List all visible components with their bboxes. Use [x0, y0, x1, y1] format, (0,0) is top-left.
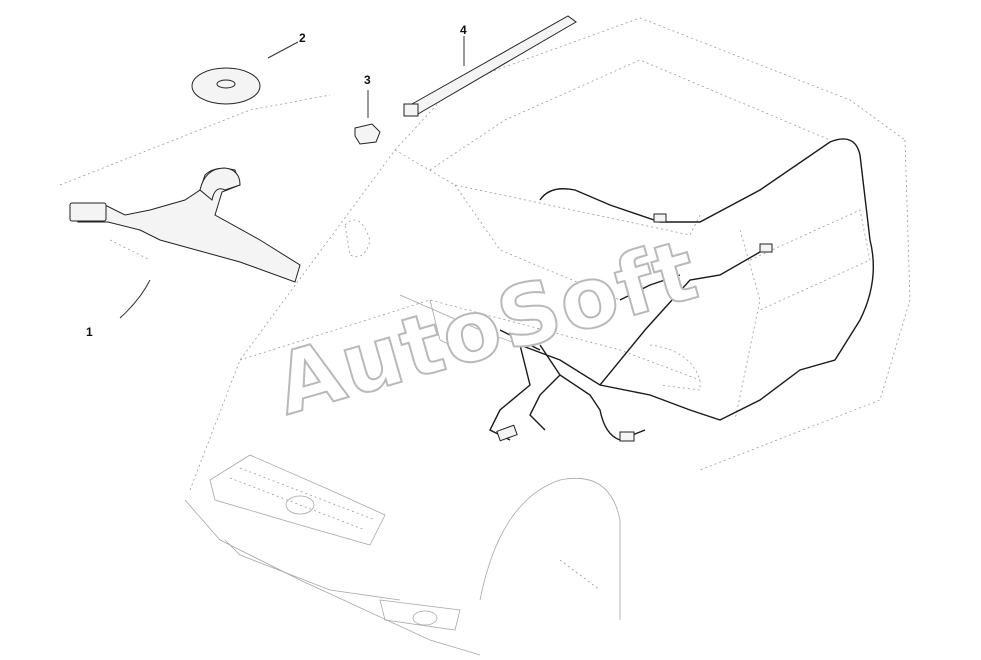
callout-3-label: 3	[364, 73, 371, 87]
callout-2-label: 2	[299, 31, 306, 45]
callout-4-label: 4	[460, 23, 467, 37]
part-1-duct-assembly	[69, 167, 301, 319]
wiring-harness	[399, 138, 874, 442]
watermark-text: AutoSoft	[265, 220, 709, 434]
part-3-clip	[354, 90, 381, 145]
callout-1-label: 1	[86, 325, 93, 339]
part-2-grommet	[191, 41, 299, 105]
part-4-cable-tie	[403, 15, 577, 117]
callouts: 1 2 3 4	[86, 23, 467, 339]
vehicle-body-outline	[59, 17, 911, 656]
